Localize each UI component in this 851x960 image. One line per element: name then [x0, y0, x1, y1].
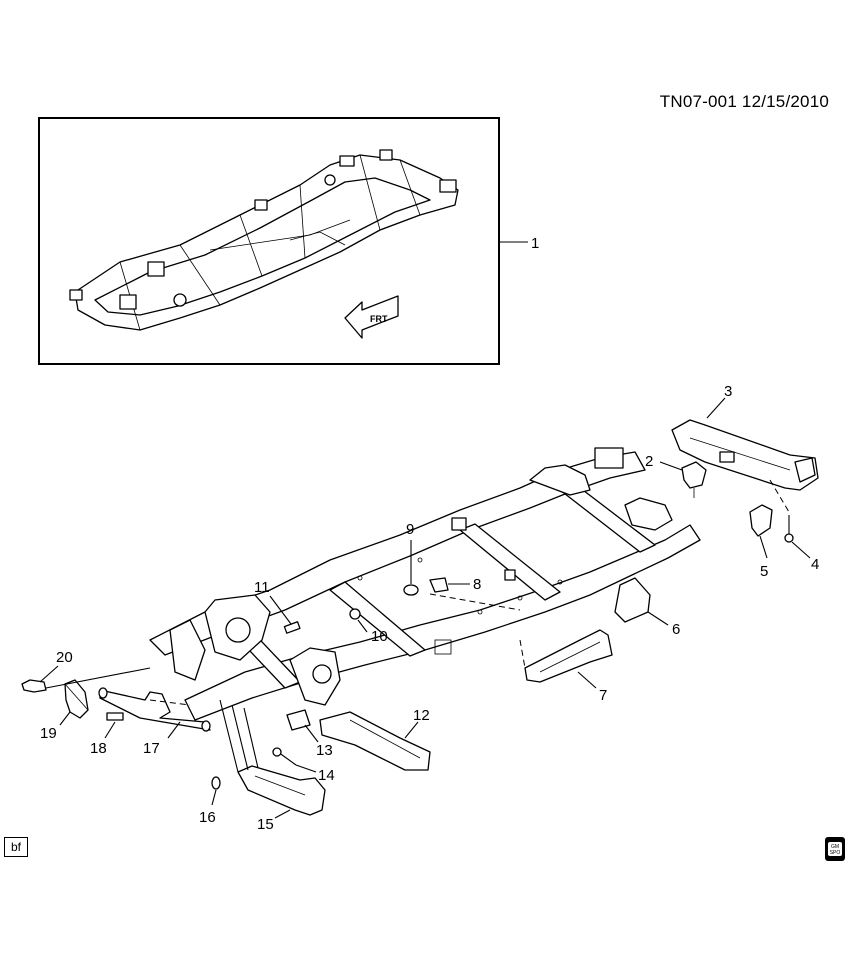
callout-16: 16 — [199, 809, 216, 826]
svg-text:SPO: SPO — [830, 850, 841, 856]
part-5-bracket — [749, 504, 773, 559]
callout-12: 12 — [413, 707, 430, 724]
part-3-hitch-crossmember — [671, 397, 819, 491]
part-10-nut — [349, 608, 368, 633]
part-15-front-crossmember — [219, 699, 326, 819]
callout-4: 4 — [811, 556, 819, 573]
callout-19: 19 — [40, 725, 57, 742]
part-19-bracket — [59, 679, 89, 726]
callout-1: 1 — [531, 235, 539, 252]
part-6-bracket — [614, 577, 669, 626]
callout-11: 11 — [254, 579, 270, 596]
part-18-bolt — [104, 712, 124, 739]
part-7-reinforcement — [524, 629, 613, 689]
inset-frame-assembly: FRT 1 — [38, 117, 539, 365]
callout-8: 8 — [473, 576, 481, 593]
part-12-crossmember — [319, 711, 431, 771]
callout-13: 13 — [316, 742, 333, 759]
callout-10: 10 — [371, 628, 388, 645]
corner-tag: bf — [4, 837, 28, 857]
callout-6: 6 — [672, 621, 680, 638]
callout-18: 18 — [90, 740, 107, 757]
front-direction-arrow-icon: FRT — [344, 295, 399, 339]
callout-17: 17 — [143, 740, 160, 757]
callout-14: 14 — [318, 767, 335, 784]
callout-7: 7 — [599, 687, 607, 704]
part-8-clip — [429, 577, 470, 593]
part-16-nut — [211, 776, 221, 806]
inset-frame-drawing — [69, 149, 459, 331]
main-frame-drawing — [149, 447, 701, 721]
part-2-bracket — [659, 461, 707, 498]
gm-spo-logo-icon: GM SPO — [825, 837, 845, 861]
callout-5: 5 — [760, 563, 768, 580]
callout-9: 9 — [406, 521, 414, 538]
part-9-bushing — [403, 540, 419, 596]
svg-text:GM: GM — [831, 844, 839, 850]
part-13-bracket — [286, 709, 319, 743]
callout-20: 20 — [56, 649, 73, 666]
part-17-tube — [98, 687, 211, 739]
callout-3: 3 — [724, 383, 732, 400]
part-14-bolt — [272, 747, 317, 773]
document-id-date: TN07-001 12/15/2010 — [659, 92, 829, 111]
part-20-clip — [21, 665, 151, 693]
part-11-bolt — [269, 595, 301, 634]
callout-15: 15 — [257, 816, 274, 833]
callout-2: 2 — [645, 453, 653, 470]
front-direction-label: FRT — [370, 314, 388, 324]
part-4-bolt — [769, 479, 811, 559]
